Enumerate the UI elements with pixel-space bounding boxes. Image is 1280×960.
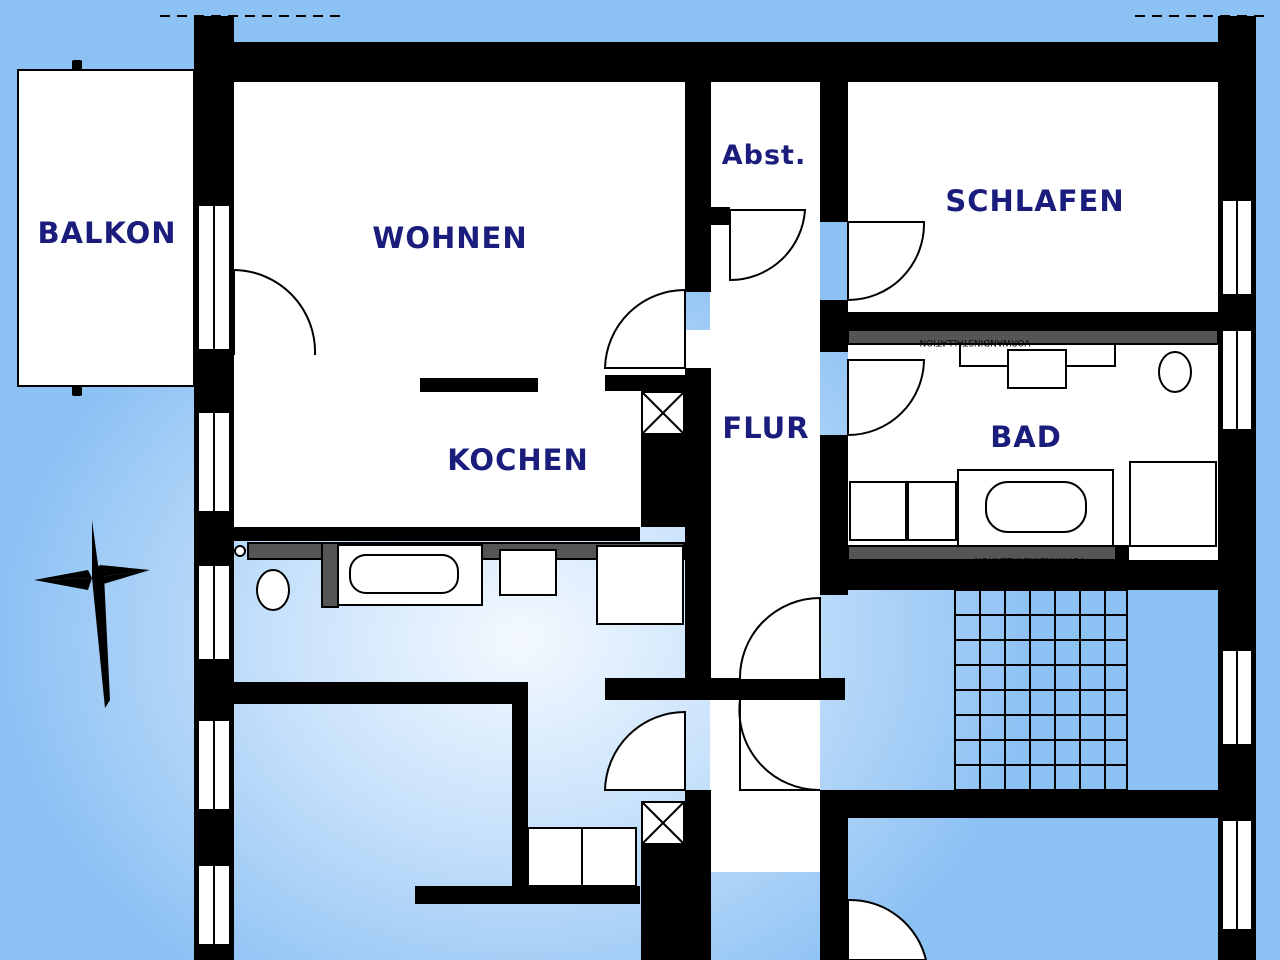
room-label-flur: FLUR [722,411,809,445]
room-label-bad: BAD [990,420,1062,454]
lower-bathroom-fixtures [234,542,685,887]
staircase [954,589,1128,791]
room-label-balkon: BALKON [37,216,176,250]
installation-label-bottom: VORWANDINSTALLATION [975,555,1086,565]
room-label-kochen: KOCHEN [447,443,588,477]
installation-label-top: VORWANDINSTALLATION [920,337,1031,347]
bathroom-fixtures [847,329,1219,561]
compass-rose-icon [34,520,150,708]
room-label-wohnen: WOHNEN [372,221,527,255]
door-swings [233,209,928,960]
room-label-schlafen: SCHLAFEN [945,184,1124,218]
windows [197,199,1253,946]
balcony-posts [72,60,82,396]
room-label-abst: Abst. [722,140,806,171]
shafts [641,391,685,960]
